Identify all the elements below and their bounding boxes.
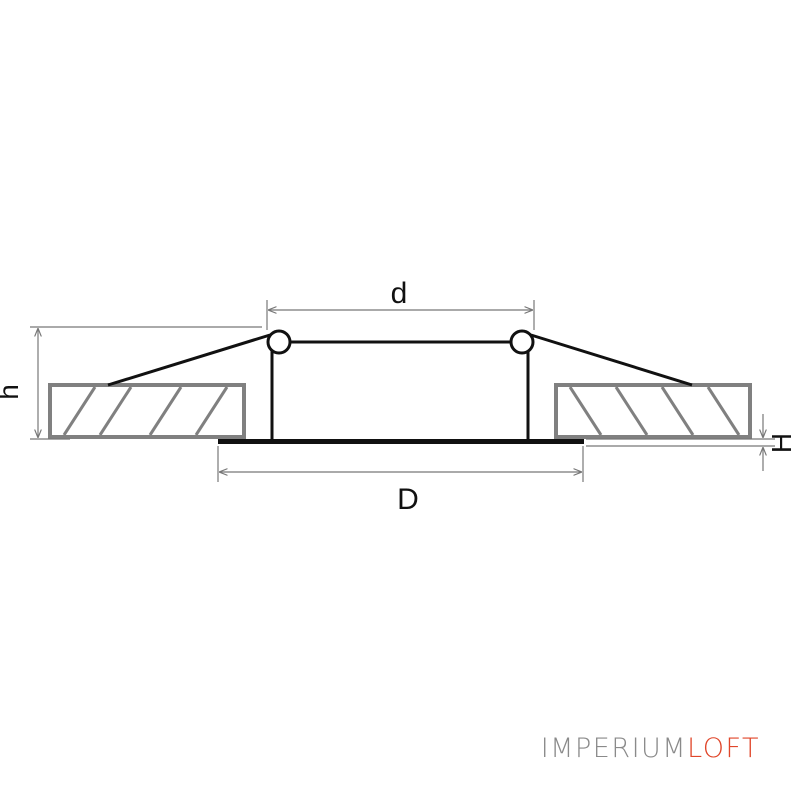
- dimension-label-h: h: [0, 384, 24, 400]
- ceiling-section-left: [48, 383, 246, 439]
- dimension-label-d: d: [391, 277, 408, 310]
- watermark-part2: LOFT: [687, 733, 760, 764]
- dimension-D: D: [217, 446, 584, 516]
- imperiumloft-watermark: IMPERIUMLOFT: [541, 733, 760, 764]
- dimension-H: H: [586, 414, 797, 471]
- watermark-part1: IMPERIUM: [540, 733, 688, 764]
- fixture-body: [218, 340, 584, 444]
- dimension-label-H: H: [766, 433, 797, 453]
- spring-clip-right: [509, 329, 693, 387]
- dimension-label-D: D: [397, 483, 419, 516]
- dimension-d: d: [266, 277, 535, 330]
- ceiling-section-right: [554, 383, 752, 439]
- spring-clip-left: [107, 329, 292, 387]
- dimension-h: h: [0, 326, 262, 440]
